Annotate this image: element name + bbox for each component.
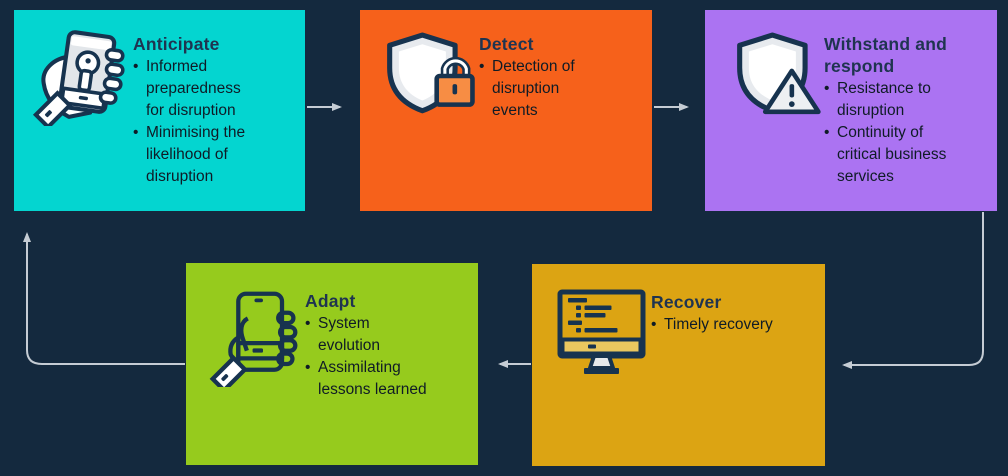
hand-phone-icon [206,285,301,387]
arrow-withstand-to-recover [842,212,984,369]
bullet-item: •Resistance to disruption [824,80,931,119]
shield-alert-icon [729,30,827,122]
box-title: Adapt [305,291,356,311]
bullet-list: •Informed preparedness for disruption•Mi… [133,56,297,188]
box-title: Anticipate [133,34,220,54]
box-adapt: Adapt •System evolution •Assimilating les… [186,263,478,465]
box-recover: Recover •Timely recovery [532,264,825,466]
bullet-item: •Assimilating lessons learned [305,359,427,398]
bullet-list: •System evolution •Assimilating lessons l… [305,313,470,401]
shield-lock-icon [379,30,477,122]
arrow-adapt-to-anticipate [23,232,185,365]
bullet-item: •Continuity of critical business service… [824,124,947,185]
bullet-list: •Detection of disruption events [479,56,644,122]
box-title: Withstand and respond [824,34,947,76]
box-title: Recover [651,292,722,312]
bullet-list: •Resistance to disruption •Continuity of … [824,78,989,188]
bullet-item: •System evolution [305,315,381,354]
bullet-item: •Minimising the likelihood of disruption [133,124,246,185]
bullet-list: •Timely recovery [651,314,817,336]
box-anticipate: Anticipate •Informed preparedness for di… [14,10,305,211]
monitor-code-icon [554,286,649,378]
bullet-item: •Detection of disruption events [479,58,575,119]
box-withstand-and-respond: Withstand and respond •Resistance to dis… [705,10,997,211]
bullet-item: •Informed preparedness for disruption [133,58,241,119]
box-title: Detect [479,34,534,54]
bullet-item: •Timely recovery [651,316,773,333]
box-detect: Detect •Detection of disruption events [360,10,652,211]
hand-phone-key-icon [30,24,132,126]
